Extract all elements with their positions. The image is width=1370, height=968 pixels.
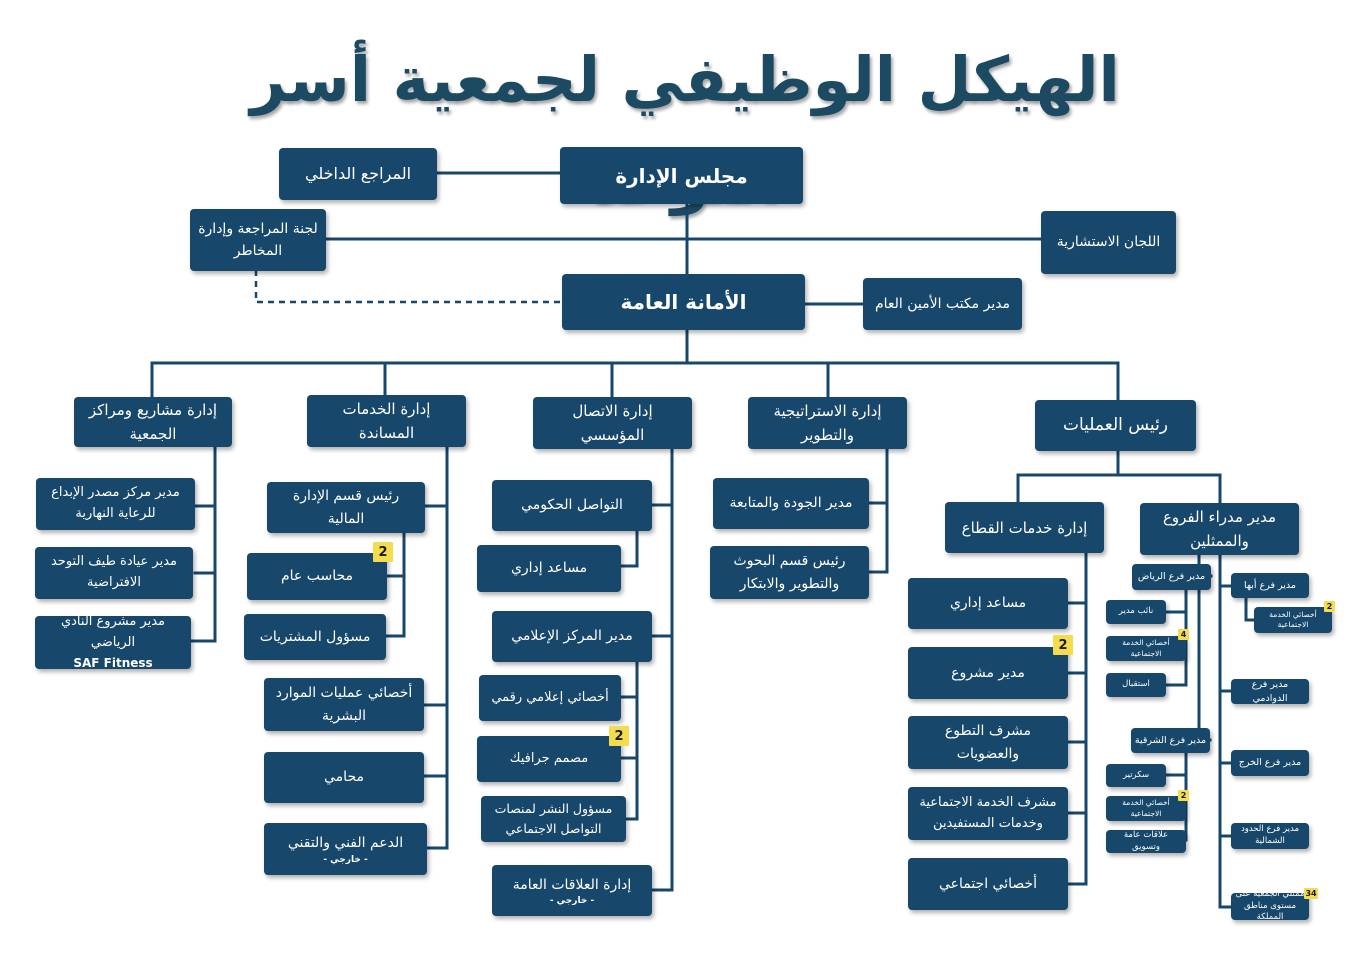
quality-manager-box: مدير الجودة والمتابعة: [713, 478, 869, 529]
riyadh-reception-box: استقبال: [1106, 673, 1166, 697]
northern-borders-branch-manager-box: مدير فرع الحدود الشمالية: [1231, 823, 1309, 849]
riyadh-deputy-box: نائب مدير: [1106, 600, 1166, 624]
representatives-count-badge: 34: [1304, 888, 1318, 899]
riyadh-social-count-badge: 4: [1178, 629, 1189, 640]
virtual-clinic-manager-box: مدير عيادة طيف التوحد الافتراضية: [35, 547, 193, 599]
support-dept-box: إدارة الخدمات المساندة: [307, 395, 466, 447]
eastern-secretary-box: سكرتير: [1106, 764, 1166, 787]
eastern-pr-marketing-box: علاقات عامة وتسويق: [1106, 830, 1186, 853]
abha-social-count-badge: 2: [1324, 601, 1335, 612]
advisory-committees-box: اللجان الاستشارية: [1041, 211, 1176, 274]
sports-club-name: SAF Fitness: [73, 655, 153, 670]
purchasing-officer-box: مسؤول المشتريات: [244, 614, 386, 660]
lawyer-box: محامي: [264, 752, 424, 803]
communication-dept-box: إدارة الاتصال المؤسسي: [533, 397, 692, 449]
volunteer-supervisor-box: مشرف التطوع والعضويات: [908, 716, 1068, 769]
eastern-social-count-badge: 2: [1178, 790, 1189, 801]
comm-admin-assistant-box: مساعد إداري: [477, 545, 621, 592]
tech-support-box: الدعم الفني والتقني - خارجي -: [264, 823, 427, 875]
graphic-designer-count-badge: 2: [609, 726, 629, 746]
public-relations-label: إدارة العلاقات العامة: [512, 876, 632, 893]
social-media-officer-box: مسؤول النشر لمنصات التواصل الاجتماعي: [481, 796, 626, 842]
media-center-manager-box: مدير المركز الإعلامي: [492, 611, 652, 662]
sports-club-manager-label: مدير مشروع النادي الرياضي: [60, 614, 166, 650]
tech-support-label: الدعم الفني والتقني: [287, 835, 404, 852]
regional-representatives-box: ممثلي الجمعية على مستوى مناطق المملكة: [1231, 889, 1309, 922]
audit-committee-box: لجنة المراجعة وإدارة المخاطر: [190, 209, 326, 271]
dawadmi-branch-manager-box: مدير فرع الدوادمي: [1231, 679, 1309, 704]
internal-auditor-box: المراجع الداخلي: [279, 148, 437, 200]
public-relations-box: إدارة العلاقات العامة - خارجي -: [492, 865, 652, 916]
ops-admin-assistant-box: مساعد إداري: [908, 578, 1068, 629]
social-service-supervisor-box: مشرف الخدمة الاجتماعية وخدمات المستفيدين: [908, 787, 1068, 840]
sector-services-box: إدارة خدمات القطاع: [945, 502, 1104, 553]
riyadh-social-specialist-box: أخصائي الخدمة الاجتماعية: [1106, 636, 1186, 661]
kharj-branch-manager-box: مدير فرع الخرج: [1231, 750, 1309, 776]
eastern-social-specialist-box: أخصائي الخدمة الاجتماعية: [1106, 796, 1186, 821]
eastern-branch-manager-box: مدير فرع الشرقية: [1131, 728, 1210, 753]
abha-branch-manager-box: مدير فرع أبها: [1231, 573, 1309, 598]
social-specialist-box: أخصائي اجتماعي: [908, 858, 1068, 910]
abha-social-specialist-box: أخصائي الخدمة الاجتماعية: [1254, 607, 1332, 633]
creativity-center-manager-box: مدير مركز مصدر الإبداع للرعاية النهارية: [36, 478, 195, 530]
operations-head-box: رئيس العمليات: [1035, 400, 1196, 451]
strategy-dept-box: إدارة الاستراتيجية والتطوير: [748, 397, 907, 449]
public-relations-note: - خارجي -: [549, 896, 595, 907]
research-head-box: رئيس قسم البحوث والتطوير والابتكار: [710, 546, 869, 599]
board-of-directors-box: مجلس الإدارة: [560, 147, 803, 204]
project-manager-box: مدير مشروع: [908, 647, 1068, 699]
accountant-count-badge: 2: [373, 542, 393, 562]
graphic-designer-box: مصمم جرافيك: [477, 736, 621, 782]
projects-dept-box: إدارة مشاريع ومراكز الجمعية: [74, 397, 232, 447]
sports-club-manager-box: مدير مشروع النادي الرياضي SAF Fitness: [35, 614, 191, 670]
tech-support-note: - خارجي -: [323, 854, 368, 865]
gov-communication-box: التواصل الحكومي: [492, 480, 652, 531]
project-manager-count-badge: 2: [1053, 635, 1073, 655]
accountant-box: محاسب عام: [247, 553, 387, 600]
general-secretariat-box: الأمانة العامة: [562, 274, 805, 330]
finance-head-box: رئيس قسم الإدارة المالية: [267, 482, 425, 533]
branch-managers-director-box: مدير مدراء الفروع والممثلين: [1140, 503, 1299, 555]
riyadh-branch-manager-box: مدير فرع الرياض: [1132, 564, 1211, 590]
sg-office-manager-box: مدير مكتب الأمين العام: [863, 278, 1022, 330]
digital-media-specialist-box: أخصائي إعلامي رقمي: [479, 675, 621, 721]
hr-specialist-box: أخصائي عمليات الموارد البشرية: [264, 678, 424, 731]
